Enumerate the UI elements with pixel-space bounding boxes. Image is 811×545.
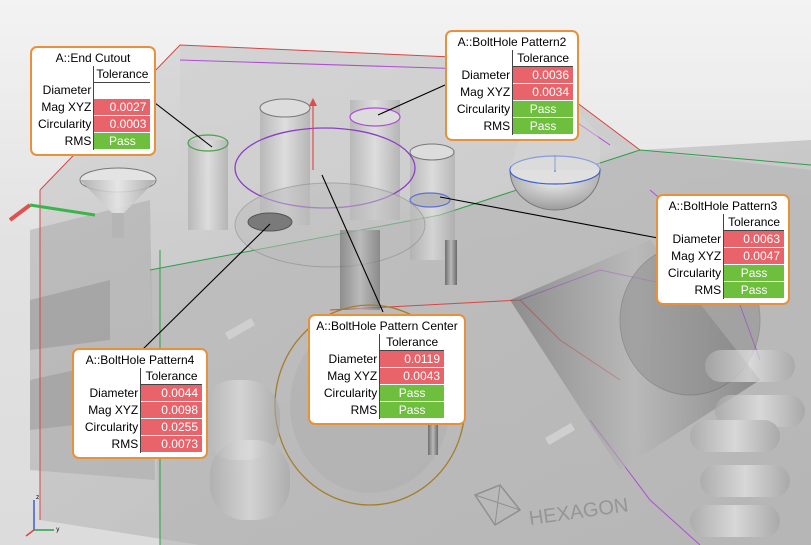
callout-title: A::BoltHole Pattern4 xyxy=(85,353,195,367)
table-row: Diameter xyxy=(36,82,150,99)
triad-z-label: z xyxy=(36,494,40,501)
leader-lines xyxy=(139,84,659,353)
callout-title: A::BoltHole Pattern Center xyxy=(316,319,458,333)
callout-end-cutout[interactable]: A::End Cutout Tolerance Diameter Mag XYZ… xyxy=(30,46,156,156)
tolerance-header: Tolerance xyxy=(512,50,573,67)
tolerance-header: Tolerance xyxy=(379,334,444,351)
callout-title: A::BoltHole Pattern3 xyxy=(668,199,778,213)
triad-axes-icon xyxy=(25,500,54,537)
tolerance-header: Tolerance xyxy=(93,66,151,83)
tolerance-header: Tolerance xyxy=(140,368,202,385)
triad-y-label: y xyxy=(56,526,60,533)
callout-title: A::End Cutout xyxy=(55,51,131,65)
callout-bolthole-pattern-center[interactable]: A::BoltHole Pattern Center Tolerance Dia… xyxy=(308,314,466,425)
tolerance-header: Tolerance xyxy=(723,214,784,231)
callout-title: A::BoltHole Pattern2 xyxy=(457,35,567,49)
orientation-triad: z y xyxy=(18,490,68,540)
